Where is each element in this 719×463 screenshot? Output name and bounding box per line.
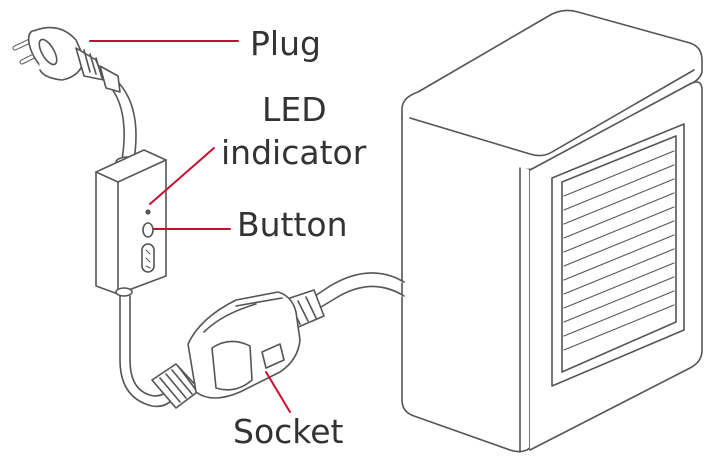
- vent-slats: [563, 150, 675, 351]
- upper-cable: [107, 81, 137, 161]
- leader-lines: [89, 40, 291, 413]
- led-leader: [149, 147, 215, 205]
- heater-box-icon: [401, 9, 703, 453]
- led-label-line1: LED: [262, 90, 327, 129]
- plug-label: Plug: [250, 24, 321, 63]
- socket-leader: [265, 371, 291, 413]
- button-icon: [142, 222, 154, 238]
- plug-icon: [12, 26, 121, 93]
- led-dot: [145, 209, 151, 215]
- device-cable: [283, 272, 405, 329]
- button-label: Button: [237, 205, 348, 244]
- socket-label: Socket: [233, 412, 344, 451]
- led-label-line2: indicator: [221, 133, 367, 172]
- controller-module: [95, 149, 167, 297]
- socket-icon: [151, 291, 301, 409]
